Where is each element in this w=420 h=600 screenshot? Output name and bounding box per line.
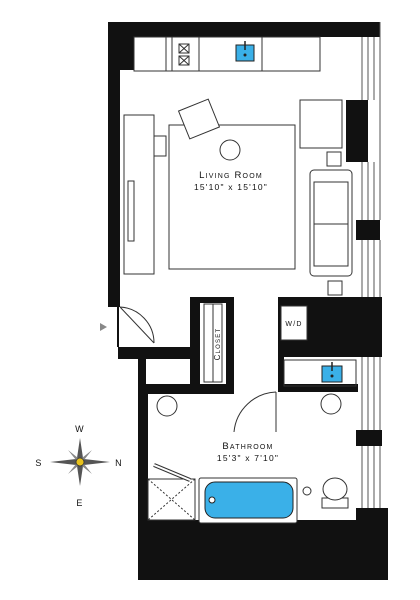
desk (123, 114, 155, 275)
vanity-counter (283, 359, 357, 387)
compass-south: S (35, 458, 42, 468)
living-room-name: Living Room (199, 170, 263, 181)
wall-bath-left (138, 384, 148, 580)
window-lines (361, 22, 381, 508)
living-room-furniture (123, 98, 353, 296)
wall-wd-divider (278, 357, 284, 392)
compass-west: W (75, 424, 85, 434)
wall-right-column-top (346, 100, 368, 162)
compass-east: E (76, 498, 83, 508)
side-table (219, 139, 241, 161)
washer-dryer-label: W/D (285, 321, 302, 328)
wall-bottom-block (138, 520, 388, 580)
wall-top-left-block (108, 22, 134, 70)
entry-door[interactable] (117, 306, 155, 347)
bathroom-sink-icon (321, 362, 343, 383)
wall-closet-right (226, 297, 234, 390)
armchair (177, 98, 221, 140)
wall-bath-top-left (138, 357, 146, 390)
compass-rose-icon: W E S N (35, 424, 123, 508)
room-labels: Living Room 15'10" x 15'10" Bathroom 15'… (194, 170, 302, 463)
compass-north: N (115, 458, 123, 468)
bathtub (198, 477, 298, 524)
wall-right-notch-2 (356, 430, 382, 446)
sofa (309, 169, 353, 277)
wall-hall-lower (118, 347, 190, 359)
wall-closet-top (190, 297, 234, 303)
wall-left-upper (108, 22, 120, 307)
wall-bath-top-mid (138, 384, 234, 394)
wall-right-notch-1 (356, 220, 380, 240)
kitchen-counter (133, 36, 321, 72)
entry-arrow-icon (100, 323, 107, 331)
bathroom-dimensions: 15'3" x 7'10" (217, 453, 279, 463)
closet (203, 303, 223, 383)
light-fixture-right (320, 393, 342, 415)
closet-label: Closet (213, 328, 222, 361)
bathroom-door-swing (233, 391, 277, 433)
toilet-paper-holder (302, 486, 312, 496)
toilet (321, 477, 349, 509)
end-table-bottom (327, 280, 343, 296)
stove-burners-icon (178, 43, 190, 66)
bathroom-fixtures (147, 359, 357, 524)
kitchen-sink-icon (235, 41, 255, 62)
bathroom-name: Bathroom (222, 441, 273, 452)
light-fixture-left (156, 395, 178, 417)
wall-top (108, 22, 380, 37)
living-room-dimensions: 15'10" x 15'10" (194, 182, 268, 192)
area-rug (168, 124, 296, 270)
wall-closet-left (190, 297, 200, 390)
wall-right-bottom (356, 508, 388, 580)
desk-lamp-block (153, 135, 167, 157)
desk-shelf (127, 180, 135, 242)
wall-bath-top-right (278, 384, 358, 392)
shower (147, 463, 196, 521)
washer-dryer (280, 305, 308, 341)
end-table-top (326, 151, 342, 167)
console-table (299, 99, 343, 149)
